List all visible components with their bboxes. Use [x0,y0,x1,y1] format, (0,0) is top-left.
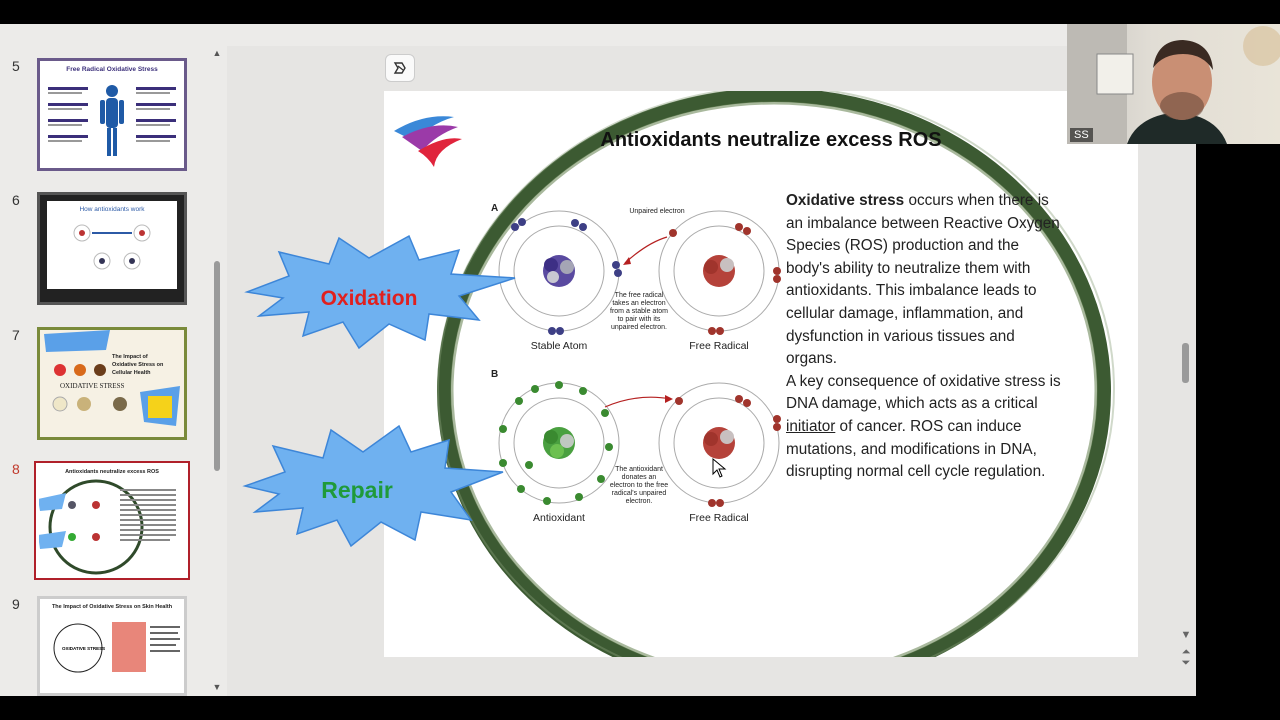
slide-number: 9 [12,596,20,612]
skin-health-graphic: OXIDATIVE STRESS [53,622,180,673]
svg-text:takes an electron: takes an electron [612,300,665,307]
thumbnail-scrollbar[interactable]: ▲ ▼ [210,46,224,696]
thumbnail-row-9[interactable]: 9 The Impact of Oxidative Stress on Skin… [0,596,210,696]
caption-a: The free radical takes an electron from … [610,292,668,331]
letterbox-right [1196,144,1280,720]
svg-text:radical's unpaired: radical's unpaired [612,490,667,497]
slide-number: 7 [12,327,20,343]
thumbnail-canvas: How antioxidants work [47,201,177,289]
slide-number: 6 [12,192,20,208]
unpaired-electron-label: Unpaired electron [629,208,684,215]
slide-editor: Antioxidants neutralize excess ROS A B S… [227,46,1196,696]
scroll-down-icon[interactable]: ▼ [1180,629,1192,641]
slide-body-text[interactable]: Oxidative stress occurs when there is an… [786,190,1066,484]
scroll-down-icon[interactable]: ▼ [212,682,222,692]
presenter-video-graphic [1067,24,1280,144]
oxidation-starburst[interactable]: Oxidation [239,232,519,352]
webcam-initials-badge: SS [1070,128,1093,142]
slide-title: Antioxidants neutralize excess ROS [600,129,942,151]
svg-text:The Impact of: The Impact of [112,354,148,360]
svg-text:Cellular Health: Cellular Health [112,370,151,376]
slide-thumbnail-8[interactable]: Antioxidants neutralize excess ROS [34,461,190,580]
svg-text:OXIDATIVE STRESS: OXIDATIVE STRESS [60,382,124,390]
electron-diagram: A B Stable Atom Unpaired electron [491,203,781,524]
previous-slide-icon[interactable]: ⏶ [1181,646,1191,658]
mouse-cursor-icon [712,458,727,478]
svg-text:OXIDATIVE STRESS: OXIDATIVE STRESS [62,646,105,651]
free-radical-a-label: Free Radical [689,340,749,352]
thumbnail-title: The Impact of Oxidative Stress on Skin H… [51,604,173,610]
oxidative-stress-graphic: The Impact of Oxidative Stress on Cellul… [44,330,180,426]
caption-b: The antioxidant donates an electron to t… [610,466,668,505]
svg-text:electron.: electron. [626,498,653,505]
thumbnail-title: How antioxidants work [79,206,145,213]
label-b: B [491,369,498,380]
svg-text:to pair with its: to pair with its [618,316,661,323]
slide-number: 5 [12,58,20,74]
thumbnail-slide-graphic [38,479,176,575]
svg-text:The antioxidant: The antioxidant [615,466,663,473]
body-figure-graphic [48,85,176,156]
initiator-underlined: initiator [786,417,836,435]
scroll-up-icon[interactable]: ▲ [212,48,222,58]
body-paragraph-2-start: A key consequence of oxidative stress is… [786,372,1061,413]
free-radical-b-label: Free Radical [689,512,749,524]
editor-scrollbar-thumb[interactable] [1182,343,1189,383]
repair-label: Repair [321,477,393,503]
slide-thumbnail-5[interactable]: Free Radical Oxidative Stress [37,58,187,171]
copilot-icon[interactable] [385,54,415,82]
label-a: A [491,203,498,214]
slide-thumbnail-7[interactable]: The Impact of Oxidative Stress on Cellul… [37,327,187,440]
slide-canvas[interactable]: Antioxidants neutralize excess ROS A B S… [384,91,1138,657]
repair-starburst[interactable]: Repair [239,420,509,550]
slide-nav-arrows[interactable]: ▼ ⏶ ⏷ [1178,630,1194,669]
thumbnail-row-5[interactable]: 5 Free Radical Oxidative Stress [0,58,210,178]
thumbnail-row-7[interactable]: 7 The Impact of Oxidative Stress on Cell… [0,327,210,447]
scrollbar-thumb[interactable] [214,261,220,471]
oxidation-label: Oxidation [321,287,418,310]
svg-text:Oxidative Stress on: Oxidative Stress on [112,362,164,368]
thumbnail-title: Antioxidants neutralize excess ROS [65,469,159,475]
slide-thumbnail-6[interactable]: How antioxidants work [37,192,187,305]
svg-text:electron to the free: electron to the free [610,482,668,489]
thumbnail-row-8[interactable]: 8 Antioxidants neutralize excess ROS [0,461,210,581]
stable-atom-label: Stable Atom [531,340,588,352]
svg-text:donates an: donates an [622,474,657,481]
antioxidant-label: Antioxidant [533,512,585,524]
oxidative-stress-bold: Oxidative stress [786,192,905,209]
next-slide-icon[interactable]: ⏷ [1181,657,1191,669]
svg-text:from a stable atom: from a stable atom [610,308,668,315]
body-paragraph-2-end: of cancer. ROS can induce mutations, and… [786,417,1046,481]
svg-text:unpaired electron.: unpaired electron. [611,324,667,331]
webcam-video: SS [1067,24,1280,144]
slide-thumbnail-pane: 5 Free Radical Oxidative Stress 6 [0,46,227,696]
slide-number: 8 [12,461,20,477]
thumbnail-title: Free Radical Oxidative Stress [66,66,158,73]
svg-text:The free radical: The free radical [615,292,664,299]
antioxidant-diagram-graphic [73,224,151,270]
slide-thumbnail-9[interactable]: The Impact of Oxidative Stress on Skin H… [37,596,187,696]
thumbnail-row-6[interactable]: 6 How antioxidants work [0,192,210,312]
body-paragraph-1: occurs when there is an imbalance betwee… [786,192,1060,368]
presentation-app: 5 Free Radical Oxidative Stress 6 [0,24,1196,696]
slide-artwork [394,91,1115,657]
editor-scrollbar[interactable] [1178,46,1194,696]
